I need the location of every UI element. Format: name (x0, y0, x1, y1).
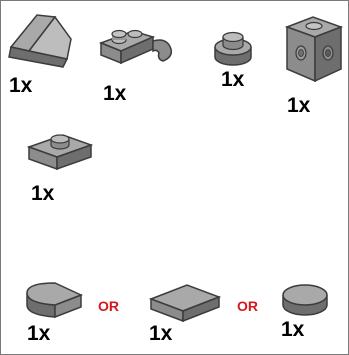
slope-1x2-part (7, 11, 73, 71)
round-plate-1x1-part (209, 25, 257, 69)
quantity-label: 1x (103, 82, 127, 105)
quantity-label: 1x (27, 322, 51, 345)
quantity-label: 1x (31, 182, 55, 205)
or-separator: OR (237, 298, 258, 314)
or-separator: OR (98, 298, 119, 314)
plate-1x2-part (25, 125, 95, 177)
quantity-label: 1x (221, 68, 245, 91)
quantity-label: 1x (287, 94, 311, 117)
quantity-label: 1x (281, 318, 305, 341)
round-tile-part (279, 279, 331, 319)
quantity-label: 1x (9, 74, 33, 97)
brick-with-studs-on-sides-part (283, 7, 345, 87)
quarter-round-tile-part (23, 281, 85, 321)
quantity-label: 1x (149, 322, 173, 345)
plate-with-clip-part (97, 21, 177, 75)
square-tile-part (147, 281, 223, 325)
